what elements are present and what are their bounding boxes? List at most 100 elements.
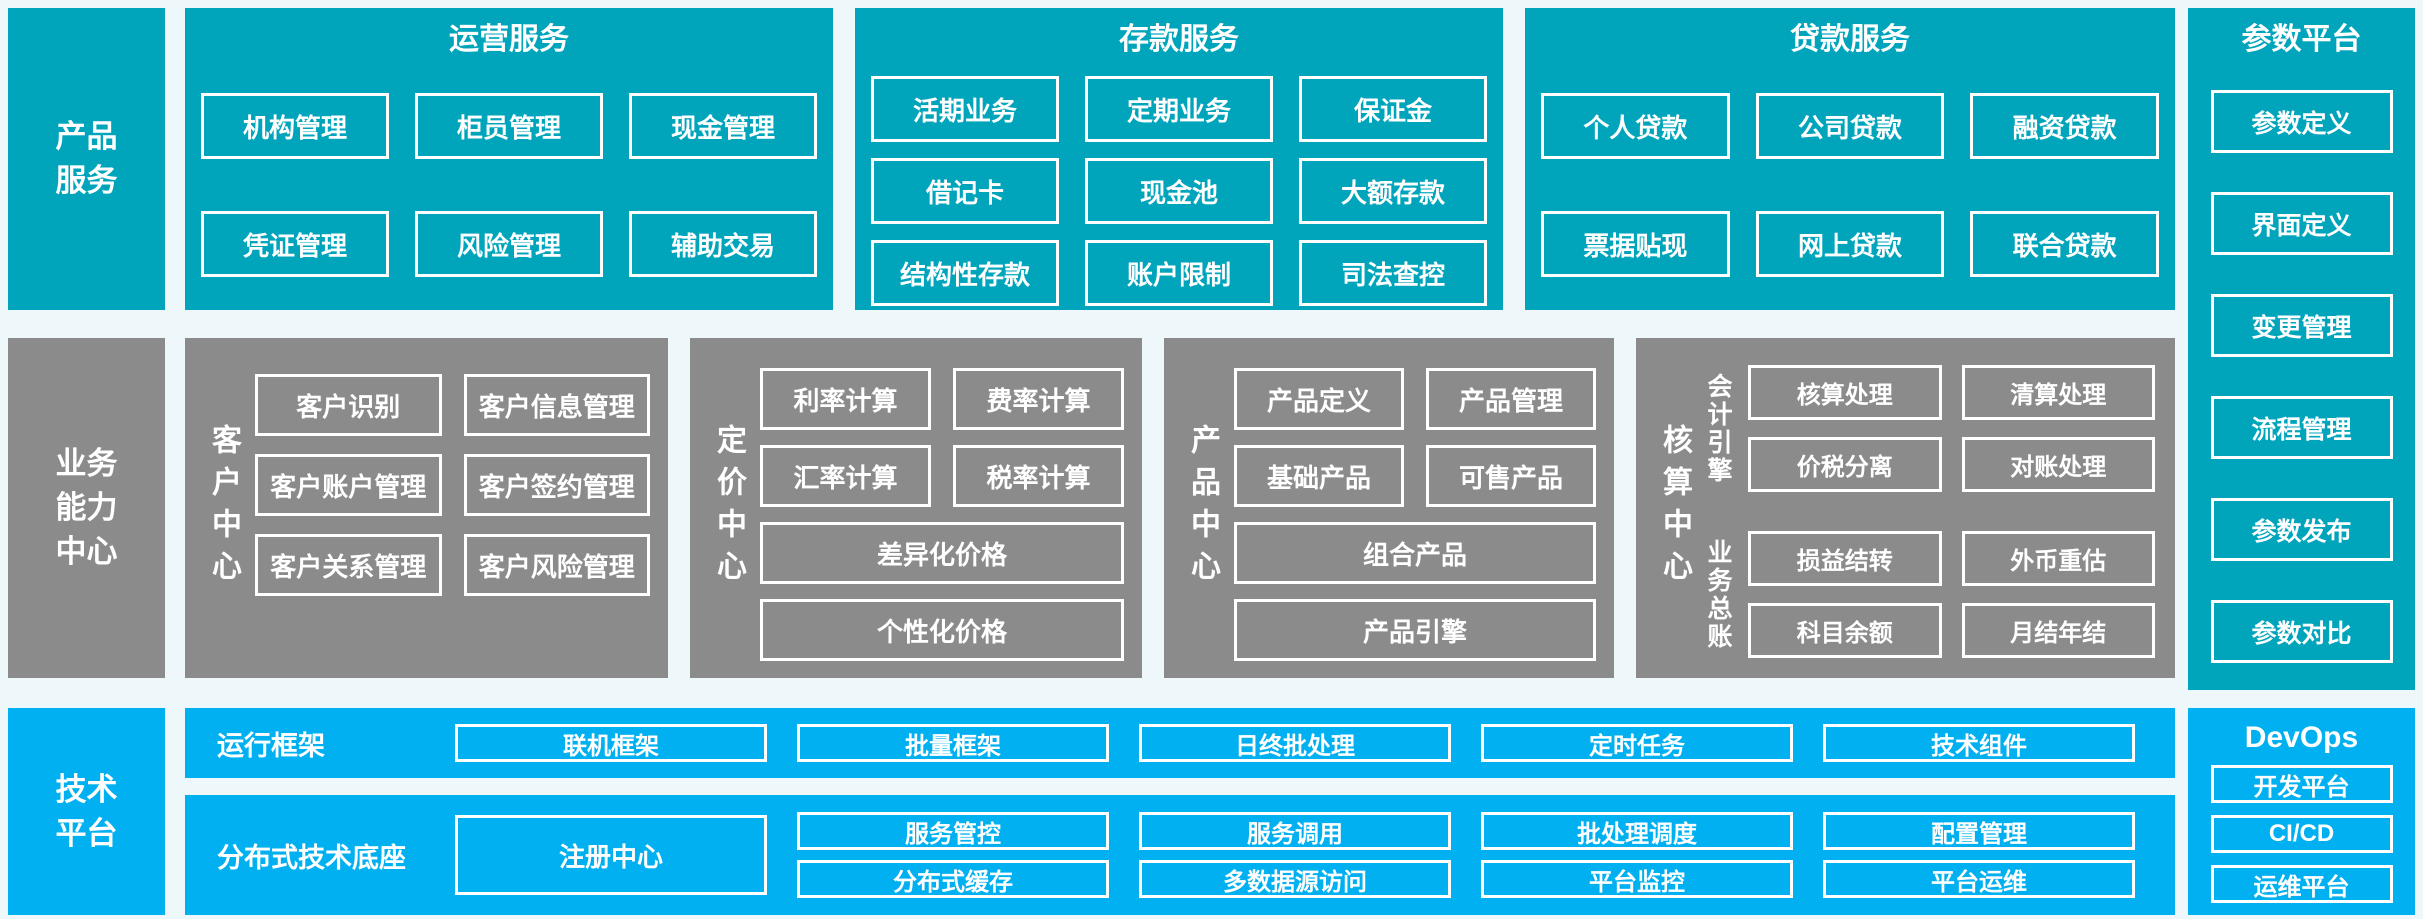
module-grid: 客户识别 客户信息管理 客户账户管理 客户签约管理 客户关系管理 客户风险管理 [249,338,668,678]
rail-label-line: 服务 [55,163,118,198]
module-box: 平台运维 [1823,860,2135,898]
panel-vertical-label: 客户中心 [207,424,240,592]
module-box: 风险管理 [415,211,603,277]
accounting-engine-group: 会计引擎 核算处理 清算处理 价税分离 对账处理 [1700,365,2155,492]
module-box: 票据贴现 [1541,211,1730,277]
module-box: 个人贷款 [1541,93,1730,159]
module-box: 客户风险管理 [463,534,650,596]
panel-vertical-label: 产品中心 [1186,424,1219,592]
panel-vertical-label: 定价中心 [712,424,745,592]
module-box: 结构性存款 [871,240,1059,306]
module-box: 司法查控 [1299,240,1487,306]
rail-label-line: 平台 [55,815,118,851]
module-box: 参数发布 [2210,498,2393,561]
module-box: 月结年结 [1961,603,2155,658]
panel-customer-center: 客户中心 客户识别 客户信息管理 客户账户管理 客户签约管理 客户关系管理 客户… [185,338,668,678]
module-grid: 个人贷款 公司贷款 融资贷款 票据贴现 网上贷款 联合贷款 [1541,93,2159,277]
panel-pricing-center: 定价中心 利率计算 费率计算 汇率计算 税率计算 差异化价格 个性化价格 [690,338,1142,678]
panel-title: 参数平台 [2241,23,2362,56]
module-box: 客户识别 [255,374,442,436]
module-box: 客户信息管理 [463,374,650,436]
panel-deposit-services: 存款服务 活期业务 定期业务 保证金 借记卡 现金池 大额存款 结构性存款 账户… [855,8,1503,310]
rail-label-line: 业务 [55,446,118,481]
module-box: 定期业务 [1085,76,1273,142]
rail-technology-platform: 技术 平台 [8,708,165,915]
module-box: 产品管理 [1426,368,1596,430]
panel-accounting-center: 核算中心 会计引擎 核算处理 清算处理 价税分离 对账处理 业务总账 损益结转 … [1636,338,2175,678]
bar-distributed-base: 分布式技术底座 注册中心 服务管控 服务调用 批处理调度 配置管理 分布式缓存 … [185,795,2175,915]
module-box: 服务调用 [1139,812,1451,850]
bar-label: 运行框架 [217,730,325,761]
rail-business-capability-center: 业务 能力 中心 [8,338,165,678]
module-box: 外币重估 [1961,531,2155,586]
module-box: 定时任务 [1481,724,1793,762]
group-vertical-label: 业务总账 [1704,538,1732,651]
panel-title: 存款服务 [1119,23,1239,56]
module-box: 机构管理 [201,93,389,159]
module-box: 损益结转 [1748,531,1942,586]
panel-devops: DevOps 开发平台 CI/CD 运维平台 [2188,708,2415,915]
module-box: 客户签约管理 [463,454,650,516]
module-grid: 服务管控 服务调用 批处理调度 配置管理 分布式缓存 多数据源访问 平台监控 平… [797,812,2135,898]
bar-label: 分布式技术底座 [217,842,406,873]
panel-title: DevOps [2244,721,2359,754]
panel-operations-services: 运营服务 机构管理 柜员管理 现金管理 凭证管理 风险管理 辅助交易 [185,8,833,310]
module-box: 基础产品 [1234,445,1404,507]
panel-title: 贷款服务 [1790,23,1910,56]
module-box: 平台监控 [1481,860,1793,898]
module-box: 日终批处理 [1139,724,1451,762]
module-box: 现金管理 [629,93,817,159]
module-box: 清算处理 [1961,365,2155,420]
module-box: 配置管理 [1823,812,2135,850]
module-box: 参数对比 [2210,600,2393,663]
module-box: 客户关系管理 [255,534,442,596]
module-box: 变更管理 [2210,294,2393,357]
module-box: 凭证管理 [201,211,389,277]
module-box: 辅助交易 [629,211,817,277]
module-box: 产品引擎 [1234,599,1596,661]
module-box: 保证金 [1299,76,1487,142]
module-box: 可售产品 [1426,445,1596,507]
registry-center-box: 注册中心 [455,815,767,895]
panel-parameter-platform: 参数平台 参数定义 界面定义 变更管理 流程管理 参数发布 参数对比 [2188,8,2415,690]
business-ledger-group: 业务总账 损益结转 外币重估 科目余额 月结年结 [1700,531,2155,658]
module-box: 运维平台 [2210,865,2393,903]
module-grid: 利率计算 费率计算 汇率计算 税率计算 差异化价格 个性化价格 [754,338,1142,678]
module-box: 价税分离 [1748,437,1942,492]
module-grid: 活期业务 定期业务 保证金 借记卡 现金池 大额存款 结构性存款 账户限制 司法… [871,76,1487,306]
module-box: CI/CD [2210,815,2393,853]
module-box: 技术组件 [1823,724,2135,762]
module-grid: 机构管理 柜员管理 现金管理 凭证管理 风险管理 辅助交易 [201,93,817,277]
module-stack: 参数定义 界面定义 变更管理 流程管理 参数发布 参数对比 [2188,90,2415,663]
rail-product-services: 产品 服务 [8,8,165,310]
module-box: 批处理调度 [1481,812,1793,850]
module-box: 大额存款 [1299,158,1487,224]
module-box: 联机框架 [455,724,767,762]
group-vertical-label: 会计引擎 [1704,372,1732,485]
rail-label-line: 中心 [55,534,118,569]
module-box: 组合产品 [1234,522,1596,584]
module-box: 汇率计算 [760,445,931,507]
module-box: 账户限制 [1085,240,1273,306]
module-box: 核算处理 [1748,365,1942,420]
panel-loan-services: 贷款服务 个人贷款 公司贷款 融资贷款 票据贴现 网上贷款 联合贷款 [1525,8,2175,310]
module-box: 界面定义 [2210,192,2393,255]
module-box: 活期业务 [871,76,1059,142]
panel-product-center: 产品中心 产品定义 产品管理 基础产品 可售产品 组合产品 产品引擎 [1164,338,1614,678]
rail-label-line: 产品 [55,119,118,154]
module-box: 柜员管理 [415,93,603,159]
module-box: 差异化价格 [760,522,1124,584]
module-box: 产品定义 [1234,368,1404,430]
module-stack: 开发平台 CI/CD 运维平台 [2188,765,2415,903]
module-grid: 核算处理 清算处理 价税分离 对账处理 [1748,365,2155,492]
module-box: 融资贷款 [1970,93,2159,159]
rail-label-line: 能力 [55,490,118,525]
module-box: 费率计算 [953,368,1124,430]
module-box: 联合贷款 [1970,211,2159,277]
rail-label-line: 技术 [55,771,118,807]
module-box: 科目余额 [1748,603,1942,658]
module-box: 批量框架 [797,724,1109,762]
module-box: 现金池 [1085,158,1273,224]
module-box: 服务管控 [797,812,1109,850]
